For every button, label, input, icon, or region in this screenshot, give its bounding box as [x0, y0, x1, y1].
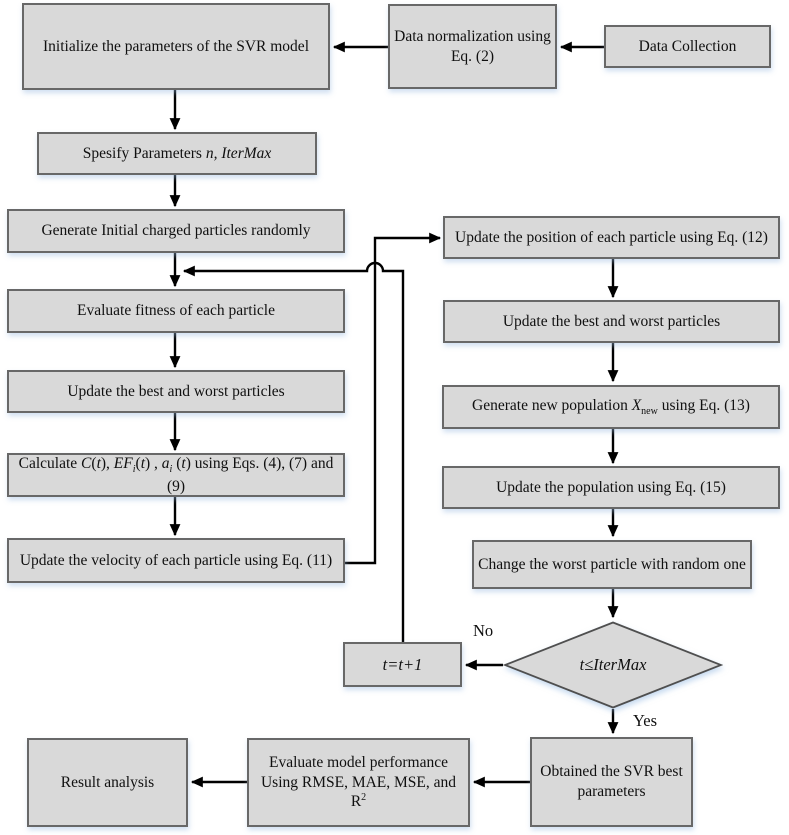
node-obtained-parameters: Obtained the SVR best parameters	[530, 737, 693, 827]
node-update-position-label: Update the position of each particle usi…	[455, 228, 768, 246]
node-calculate-coeffs: Calculate C(t), EFi(t) , ai (t) using Eq…	[7, 453, 345, 497]
node-update-velocity: Update the velocity of each particle usi…	[7, 538, 345, 583]
node-initialize-svr-label: Initialize the parameters of the SVR mod…	[43, 37, 309, 55]
node-evaluate-fitness: Evaluate fitness of each particle	[7, 289, 345, 333]
node-specify-parameters-label: Spesify Parameters n, IterMax	[82, 144, 272, 162]
node-data-normalization: Data normalization using Eq. (2)	[388, 4, 557, 89]
node-evaluate-performance: Evaluate model performance Using RMSE, M…	[247, 738, 470, 827]
node-update-velocity-label: Update the velocity of each particle usi…	[19, 551, 333, 569]
node-specify-parameters: Spesify Parameters n, IterMax	[37, 132, 317, 175]
node-update-best-worst-right: Update the best and worst particles	[443, 300, 780, 343]
node-evaluate-fitness-label: Evaluate fitness of each particle	[77, 302, 275, 320]
node-update-best-worst-right-label: Update the best and worst particles	[502, 312, 721, 330]
node-calculate-coeffs-label: Calculate C(t), EFi(t) , ai (t) using Eq…	[18, 454, 334, 495]
node-iteration-check: t ≤ IterMax	[503, 621, 723, 709]
node-data-collection: Data Collection	[604, 25, 771, 68]
node-generate-initial: Generate Initial charged particles rando…	[7, 209, 345, 253]
node-increment-t: t=t+1	[343, 642, 462, 687]
node-generate-new-population-label: Generate new population Xnew using Eq. (…	[472, 396, 750, 417]
node-update-population-label: Update the population using Eq. (15)	[496, 478, 726, 496]
node-change-worst-particle-label: Change the worst particle with random on…	[478, 555, 746, 573]
node-increment-t-label: t=t+1	[382, 654, 423, 674]
node-update-best-worst-left-label: Update the best and worst particles	[67, 382, 285, 400]
node-update-population: Update the population using Eq. (15)	[442, 466, 780, 509]
node-update-best-worst-left: Update the best and worst particles	[7, 370, 345, 413]
node-initialize-svr: Initialize the parameters of the SVR mod…	[22, 3, 330, 90]
node-data-collection-label: Data Collection	[638, 37, 737, 55]
node-iteration-check-label: t ≤ IterMax	[579, 655, 647, 674]
decision-yes-label: Yes	[633, 711, 658, 730]
node-result-analysis-label: Result analysis	[60, 773, 155, 791]
arrow-velocity-to-position	[345, 232, 442, 565]
node-obtained-parameters-label: Obtained the SVR best parameters	[540, 763, 683, 800]
decision-diamond-shape	[503, 621, 723, 709]
node-change-worst-particle: Change the worst particle with random on…	[472, 540, 752, 589]
node-result-analysis: Result analysis	[27, 738, 188, 827]
decision-no-label: No	[473, 621, 494, 640]
node-update-position: Update the position of each particle usi…	[443, 216, 780, 259]
node-generate-new-population: Generate new population Xnew using Eq. (…	[442, 385, 780, 429]
node-data-normalization-label: Data normalization using Eq. (2)	[394, 27, 551, 65]
node-evaluate-performance-label: Evaluate model performance Using RMSE, M…	[260, 753, 457, 811]
node-generate-initial-label: Generate Initial charged particles rando…	[41, 222, 311, 240]
